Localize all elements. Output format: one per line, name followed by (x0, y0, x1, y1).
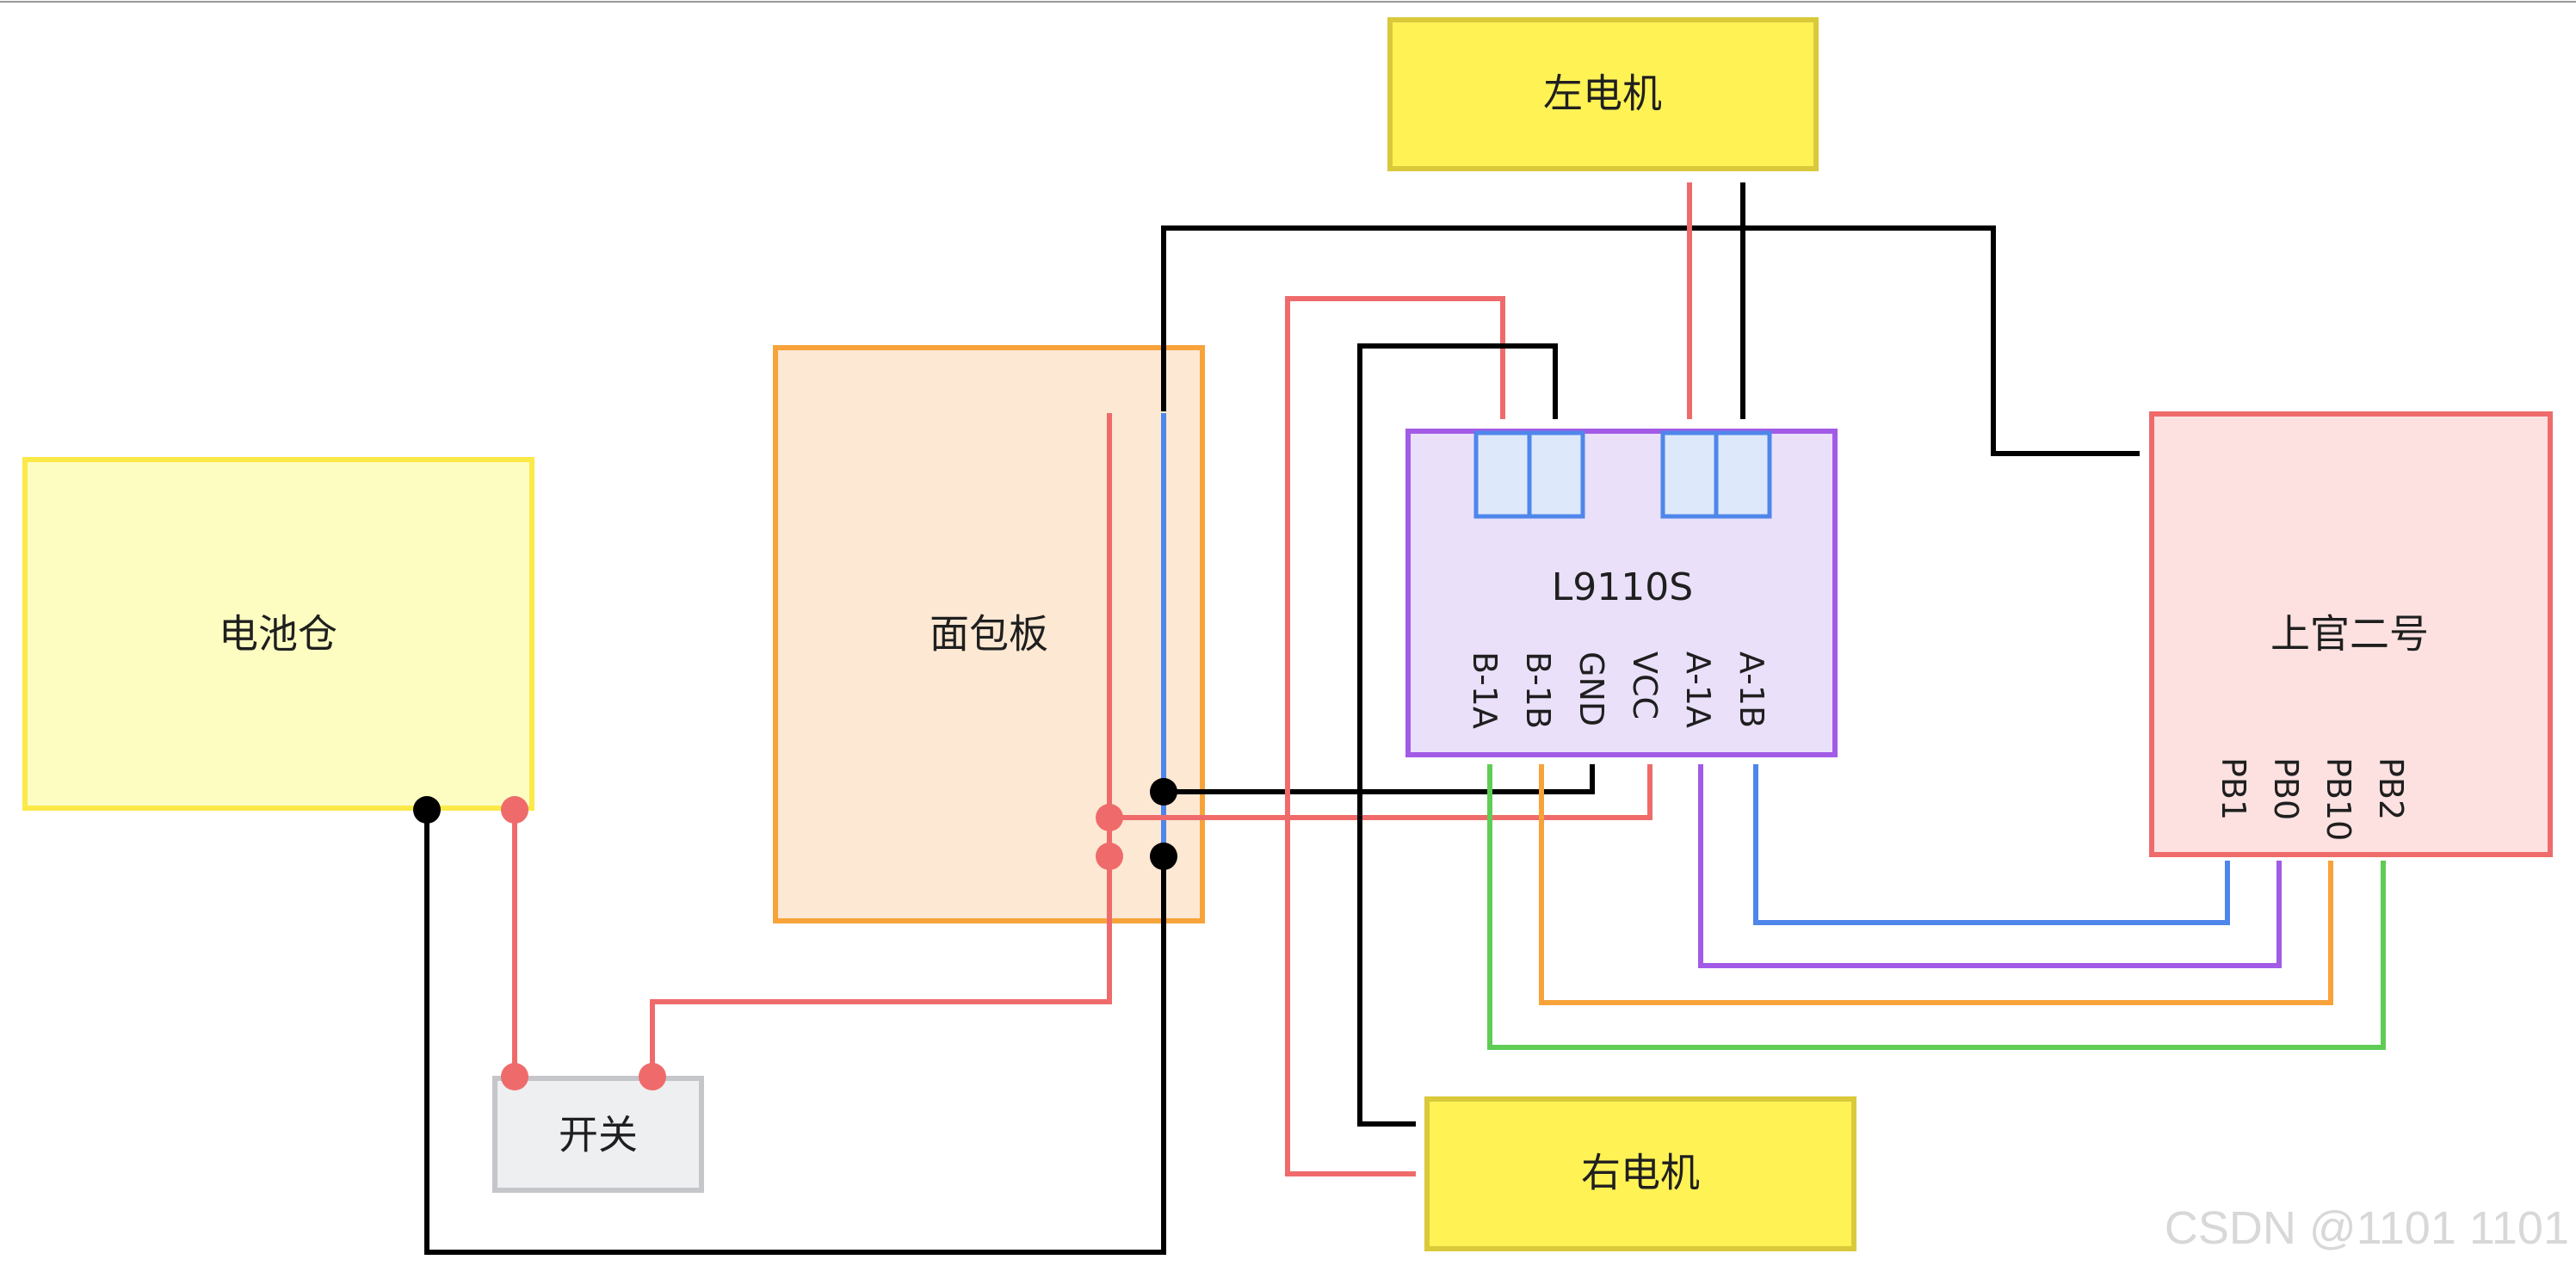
breadboard-battery-gnd-dot (1150, 843, 1177, 870)
breadboard-box[interactable]: 面包板 (773, 345, 1205, 923)
right-motor-box[interactable]: 右电机 (1424, 1096, 1856, 1251)
battery-positive-dot (501, 796, 528, 824)
wire-b1b-pb10 (1539, 764, 2333, 1005)
mcu-pin-pb10: PB10 (2320, 757, 2357, 841)
driver-pin-b1b: B-1B (1519, 651, 1557, 729)
left-motor-label: 左电机 (1543, 71, 1662, 117)
driver-terminal-b1a (1473, 430, 1532, 519)
mcu-pin-pb2: PB2 (2372, 757, 2410, 820)
driver-pin-b1a: B-1A (1466, 651, 1504, 729)
driver-terminal-a1b (1714, 430, 1772, 519)
wire-right-motor-black (1357, 343, 1558, 1127)
driver-pin-a1b: A-1B (1733, 651, 1770, 728)
driver-pin-a1a: A-1A (1679, 651, 1717, 728)
driver-box[interactable]: L9110S B-1A B-1B GND VCC A-1A A-1B (1405, 429, 1838, 757)
wire-a1b-pb1 (1753, 764, 2230, 925)
right-motor-label: 右电机 (1581, 1150, 1700, 1196)
switch-label: 开关 (559, 1112, 638, 1158)
left-motor-box[interactable]: 左电机 (1387, 17, 1819, 171)
driver-pin-vcc: VCC (1626, 651, 1664, 719)
wire-gnd (1164, 764, 1595, 794)
driver-pin-gnd: GND (1572, 651, 1610, 726)
driver-label: L9110S (1552, 565, 1693, 609)
mcu-pin-pb0: PB0 (2267, 757, 2305, 820)
breadboard-gnd-dot (1150, 778, 1177, 806)
switch-box[interactable]: 开关 (492, 1076, 704, 1193)
driver-terminal-a1a (1660, 430, 1719, 519)
switch-out-dot (639, 1063, 666, 1090)
battery-negative-dot (413, 796, 441, 824)
breadboard-vcc-dot (1096, 804, 1123, 831)
battery-label: 电池仓 (219, 611, 337, 658)
driver-terminal-b1b (1527, 430, 1585, 519)
breadboard-switch-dot (1096, 843, 1123, 870)
wire-a1a-pb0 (1698, 764, 2282, 968)
watermark: CSDN @1101 1101 (2165, 1202, 2569, 1254)
switch-in-dot (501, 1063, 528, 1090)
mcu-box[interactable]: 上官二号 PB1 PB0 PB10 PB2 (2149, 411, 2553, 857)
wire-switch-to-breadboard (650, 856, 1112, 1077)
wire-right-motor-red (1285, 296, 1505, 1176)
mcu-pin-pb1: PB1 (2215, 757, 2252, 820)
breadboard-label: 面包板 (930, 611, 1048, 658)
wire-battery-gnd (424, 810, 1166, 1255)
wire-mcu-gnd (1161, 225, 2140, 456)
mcu-label: 上官二号 (2270, 611, 2429, 658)
battery-box[interactable]: 电池仓 (22, 457, 534, 811)
wire-b1a-pb2 (1487, 764, 2386, 1050)
